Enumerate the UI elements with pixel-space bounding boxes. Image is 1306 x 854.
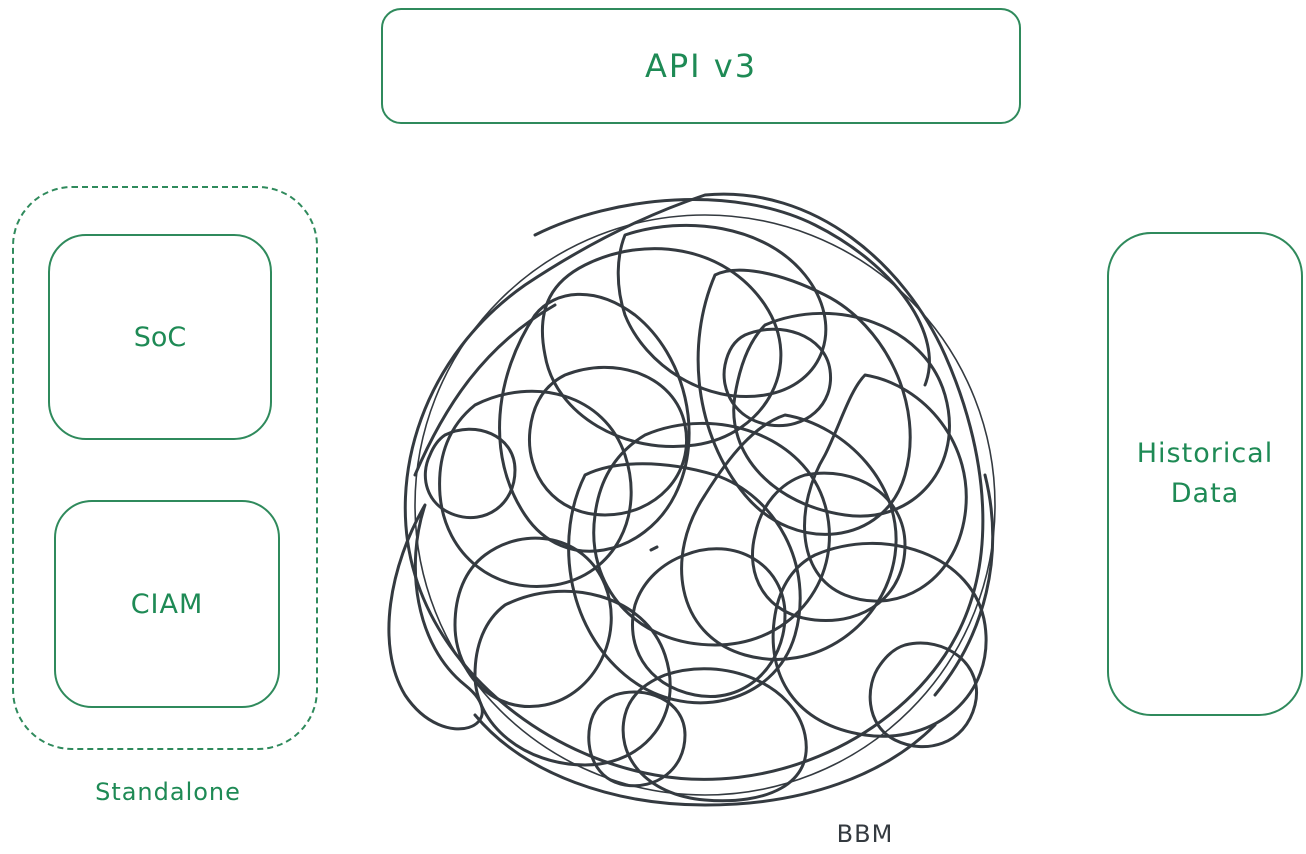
- ciam-label: CIAM: [131, 589, 204, 620]
- standalone-label: Standalone: [70, 778, 266, 806]
- api-v3-label: API v3: [645, 47, 757, 85]
- historical-data-label: Historical Data: [1115, 434, 1295, 515]
- bbm-label: BBM: [800, 820, 930, 848]
- historical-data-box: Historical Data: [1107, 232, 1303, 716]
- soc-label: SoC: [134, 322, 187, 353]
- soc-box: SoC: [48, 234, 272, 440]
- api-v3-box: API v3: [381, 8, 1021, 124]
- bbm-tangle-graphic: [385, 175, 1025, 815]
- ciam-box: CIAM: [54, 500, 280, 708]
